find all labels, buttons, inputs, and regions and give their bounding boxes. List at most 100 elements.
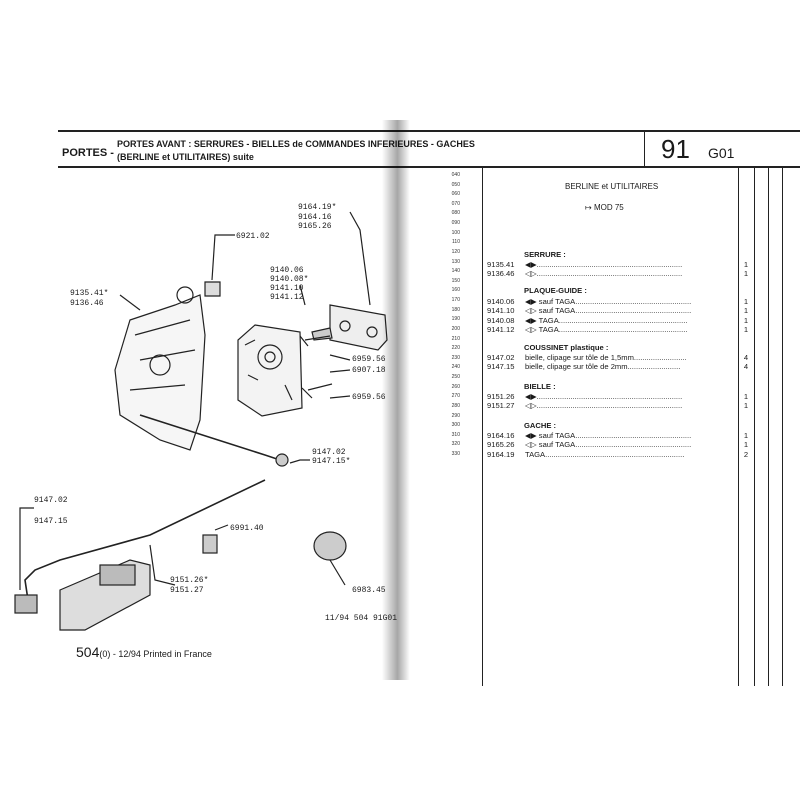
part-desc: ◀▶......................................… bbox=[525, 392, 683, 401]
line-number: 150 bbox=[451, 277, 460, 284]
line-number: 190 bbox=[451, 316, 460, 323]
line-number: 270 bbox=[451, 393, 460, 400]
header-bottom-rule bbox=[58, 166, 800, 168]
operating-rod bbox=[139, 414, 281, 461]
part-qty: 1 bbox=[743, 440, 749, 449]
part-desc: ◁▷ sauf TAGA............................… bbox=[525, 306, 692, 315]
inner-handle bbox=[59, 559, 151, 631]
group-bielle: BIELLE : bbox=[524, 382, 556, 391]
part-qty: 1 bbox=[743, 392, 749, 401]
part-qty: 2 bbox=[743, 450, 749, 459]
page-title: PORTES AVANT : SERRURES - BIELLES de COM… bbox=[117, 139, 475, 149]
part-qty: 1 bbox=[743, 269, 749, 278]
line-number: 210 bbox=[451, 335, 460, 342]
line-number: 310 bbox=[451, 431, 460, 438]
bolt bbox=[204, 281, 221, 297]
group-coussinet: COUSSINET plastique : bbox=[524, 343, 609, 352]
book-gutter bbox=[382, 120, 410, 680]
part-ref: 9147.02 bbox=[487, 353, 515, 362]
part-desc: ◀▶ sauf TAGA............................… bbox=[525, 431, 692, 440]
footer-print-info: (0) - 12/94 Printed in France bbox=[99, 649, 212, 659]
line-number: 110 bbox=[452, 239, 460, 246]
header-top-rule bbox=[58, 130, 800, 132]
header-divider bbox=[644, 130, 645, 166]
lock-housing bbox=[237, 324, 303, 417]
label-9147-15b: 9147.15 bbox=[34, 517, 68, 526]
part-ref: 9165.26 bbox=[487, 440, 515, 449]
label-6907-18: 6907.18 bbox=[352, 366, 386, 375]
table-col-line bbox=[782, 166, 783, 686]
line-number: 200 bbox=[451, 325, 460, 332]
part-qty: 1 bbox=[743, 431, 749, 440]
part-desc: ◀▶ sauf TAGA............................… bbox=[525, 297, 692, 306]
line-number: 240 bbox=[451, 364, 460, 371]
line-number: 220 bbox=[451, 345, 460, 352]
part-desc: bielle, clipage sur tôle de 2mm.........… bbox=[525, 362, 681, 371]
line-number: 170 bbox=[451, 297, 460, 304]
label-6983-45: 6983.45 bbox=[352, 586, 386, 595]
label-6959-56b: 6959.56 bbox=[352, 393, 386, 402]
footer-page-num: 504 bbox=[76, 644, 100, 660]
footer: 504(0) - 12/94 Printed in France bbox=[76, 644, 212, 660]
line-number: 140 bbox=[451, 268, 460, 275]
label-9140-06: 9140.06 bbox=[270, 266, 304, 275]
line-number: 300 bbox=[451, 422, 460, 429]
part-ref: 9141.12 bbox=[487, 325, 515, 334]
label-9165-26: 9165.26 bbox=[298, 222, 332, 231]
part-qty: 1 bbox=[743, 297, 749, 306]
part-ref: 9147.15 bbox=[487, 362, 515, 371]
door-latch bbox=[114, 286, 206, 451]
label-9147-02b: 9147.02 bbox=[34, 496, 68, 505]
part-desc: ◁▷......................................… bbox=[525, 401, 683, 410]
part-ref: 9136.46 bbox=[487, 269, 515, 278]
label-6991-40: 6991.40 bbox=[230, 524, 264, 533]
label-9151-26: 9151.26* bbox=[170, 576, 209, 585]
part-qty: 1 bbox=[743, 325, 749, 334]
page-subtitle: (BERLINE et UTILITAIRES) suite bbox=[117, 152, 254, 162]
part-desc: ◁▷ TAGA.................................… bbox=[525, 325, 688, 334]
plug-6983 bbox=[313, 531, 347, 561]
table-col-line bbox=[754, 166, 755, 686]
part-desc: bielle, clipage sur tôle de 1,5mm.......… bbox=[525, 353, 687, 362]
line-number: 260 bbox=[451, 383, 460, 390]
rod-clip bbox=[14, 594, 38, 614]
part-qty: 1 bbox=[743, 306, 749, 315]
label-6959-56a: 6959.56 bbox=[352, 355, 386, 364]
part-ref: 9151.26 bbox=[487, 392, 515, 401]
part-ref: 9141.10 bbox=[487, 306, 515, 315]
line-number: 090 bbox=[451, 220, 460, 227]
group-plaque-guide: PLAQUE-GUIDE : bbox=[524, 286, 587, 295]
line-number: 280 bbox=[451, 402, 460, 409]
table-col-line bbox=[738, 166, 739, 686]
bolt bbox=[299, 335, 331, 347]
part-qty: 4 bbox=[743, 362, 749, 371]
line-number: 330 bbox=[451, 450, 460, 457]
label-9151-27: 9151.27 bbox=[170, 586, 204, 595]
line-number: 080 bbox=[451, 210, 460, 217]
exploded-parts-diagram bbox=[14, 211, 388, 631]
line-number: 120 bbox=[451, 248, 460, 255]
part-ref: 9140.08 bbox=[487, 316, 515, 325]
section-label: PORTES - bbox=[62, 147, 114, 159]
group-number: 91 bbox=[661, 134, 690, 164]
part-ref: 9140.06 bbox=[487, 297, 515, 306]
group-gache: GACHE : bbox=[524, 421, 557, 430]
part-desc: ◁▷......................................… bbox=[525, 269, 683, 278]
mod-value: MOD 75 bbox=[593, 203, 624, 212]
clip-9147 bbox=[275, 453, 289, 467]
label-6921-02: 6921.02 bbox=[236, 232, 270, 241]
group-code: G01 bbox=[708, 145, 735, 161]
label-9141-12: 9141.12 bbox=[270, 293, 304, 302]
part-desc: ◁▷ sauf TAGA............................… bbox=[525, 440, 692, 449]
label-9135-41: 9135.41* bbox=[70, 289, 109, 298]
table-col-line bbox=[482, 166, 483, 686]
label-9136-46: 9136.46 bbox=[70, 299, 104, 308]
line-number: 070 bbox=[451, 200, 460, 207]
line-number: 290 bbox=[451, 412, 460, 419]
striker-plate bbox=[311, 304, 388, 351]
line-number: 040 bbox=[451, 172, 460, 178]
table-col-line bbox=[768, 166, 769, 686]
line-number: 060 bbox=[451, 191, 460, 198]
part-qty: 1 bbox=[743, 316, 749, 325]
bolt bbox=[301, 383, 333, 399]
